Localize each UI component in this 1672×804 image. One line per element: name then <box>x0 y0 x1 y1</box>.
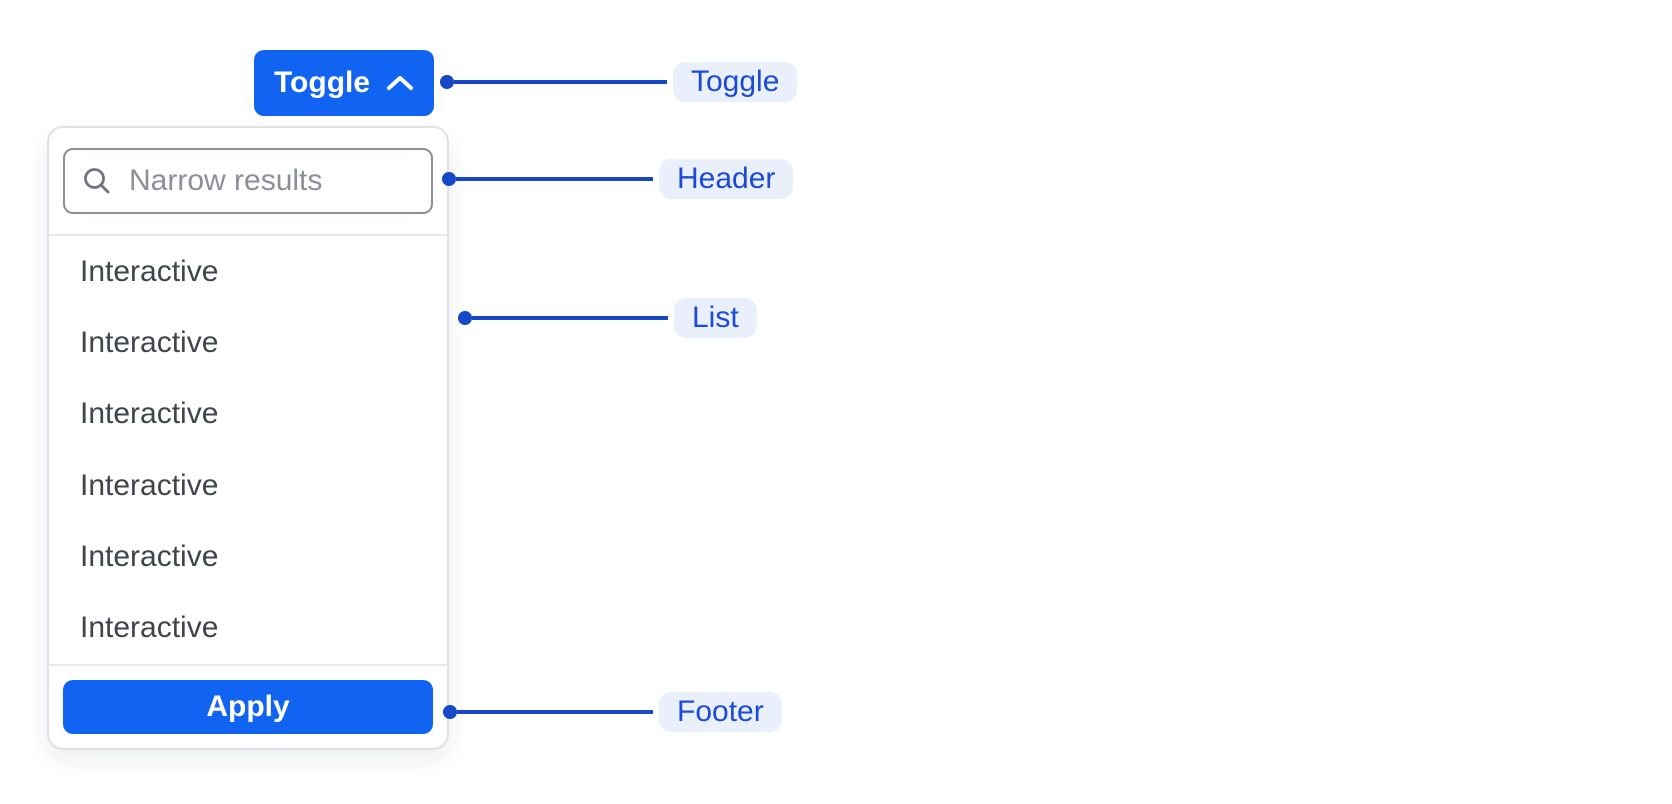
list-item[interactable]: Interactive <box>49 592 447 664</box>
list-item[interactable]: Interactive <box>49 449 447 522</box>
search-box[interactable] <box>63 148 433 214</box>
annotation-dot <box>443 705 457 719</box>
annotation-toggle: Toggle <box>440 62 798 102</box>
annotation-header: Header <box>442 159 794 199</box>
list-item[interactable]: Interactive <box>49 521 447 593</box>
dropdown-footer: Apply <box>49 666 447 748</box>
dropdown-panel: Interactive Interactive Interactive Inte… <box>47 126 449 750</box>
toggle-button-label: Toggle <box>273 66 371 99</box>
search-input[interactable] <box>127 163 415 199</box>
annotation-label-list: List <box>674 298 757 338</box>
annotation-dot <box>458 311 472 325</box>
annotation-line <box>472 316 668 320</box>
dropdown-list: Interactive Interactive Interactive Inte… <box>49 236 447 664</box>
annotation-line <box>457 710 653 714</box>
annotation-label-footer: Footer <box>659 692 782 732</box>
annotation-line <box>454 80 667 84</box>
annotation-line <box>456 177 653 181</box>
dropdown-header <box>49 128 447 234</box>
annotation-footer: Footer <box>443 692 782 732</box>
chevron-up-icon <box>386 75 414 91</box>
apply-button[interactable]: Apply <box>63 680 433 734</box>
header-divider <box>49 234 447 236</box>
list-item[interactable]: Interactive <box>49 236 447 308</box>
footer-divider <box>49 664 447 666</box>
annotation-label-header: Header <box>659 159 794 199</box>
annotation-label-toggle: Toggle <box>673 62 798 102</box>
search-icon <box>81 165 113 197</box>
annotation-list: List <box>458 298 757 338</box>
annotation-dot <box>442 172 456 186</box>
annotation-dot <box>440 75 454 89</box>
toggle-button[interactable]: Toggle <box>254 50 434 116</box>
list-item[interactable]: Interactive <box>49 307 447 379</box>
list-item[interactable]: Interactive <box>49 378 447 450</box>
